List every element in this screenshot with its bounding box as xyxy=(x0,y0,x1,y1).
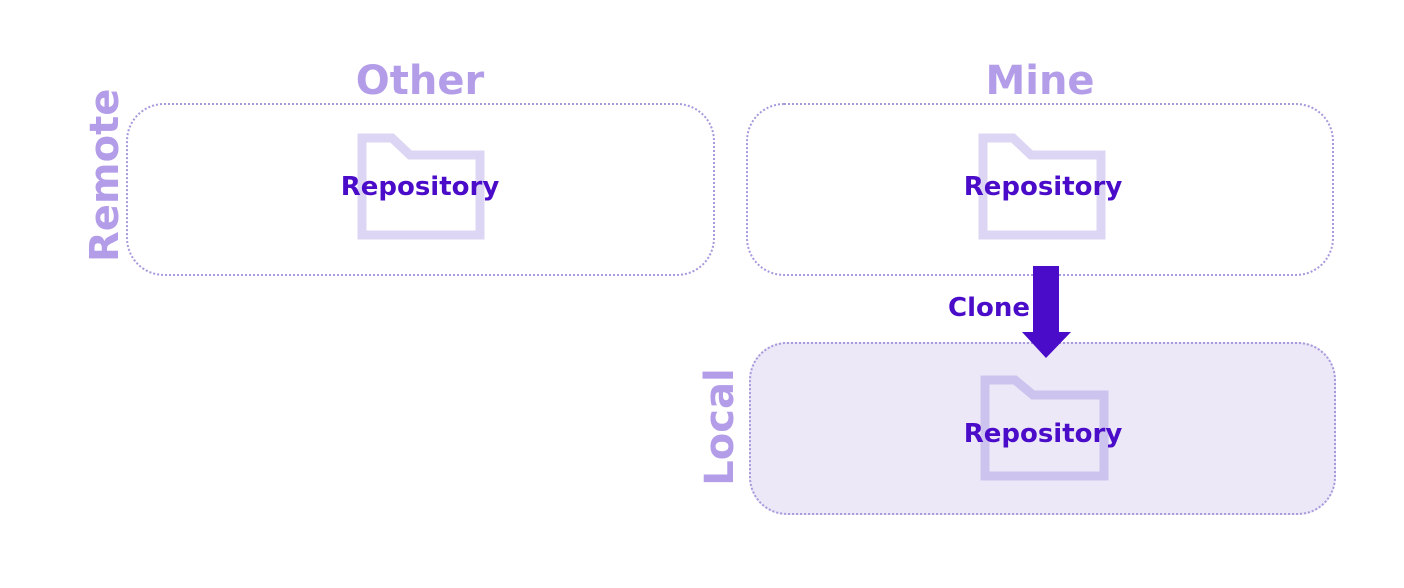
local-mine-box xyxy=(749,342,1336,515)
folder-icon xyxy=(980,375,1109,481)
row-label-local: Local xyxy=(697,368,743,486)
column-title-mine: Mine xyxy=(985,58,1095,104)
repository-remote-other: Repository xyxy=(330,133,510,243)
repository-local-mine: Repository xyxy=(953,373,1133,483)
remote-mine-box xyxy=(746,103,1334,276)
column-title-other: Other xyxy=(355,58,485,104)
row-label-remote: Remote xyxy=(82,88,128,262)
arrow-down-icon xyxy=(1022,266,1071,358)
repository-label: Repository xyxy=(963,172,1123,202)
folder-icon xyxy=(357,133,485,240)
clone-label: Clone xyxy=(948,293,1030,323)
repository-remote-mine: Repository xyxy=(953,133,1133,243)
folder-icon xyxy=(978,133,1106,240)
repository-label: Repository xyxy=(340,172,500,202)
repository-label: Repository xyxy=(963,419,1123,449)
remote-other-box xyxy=(126,103,715,276)
